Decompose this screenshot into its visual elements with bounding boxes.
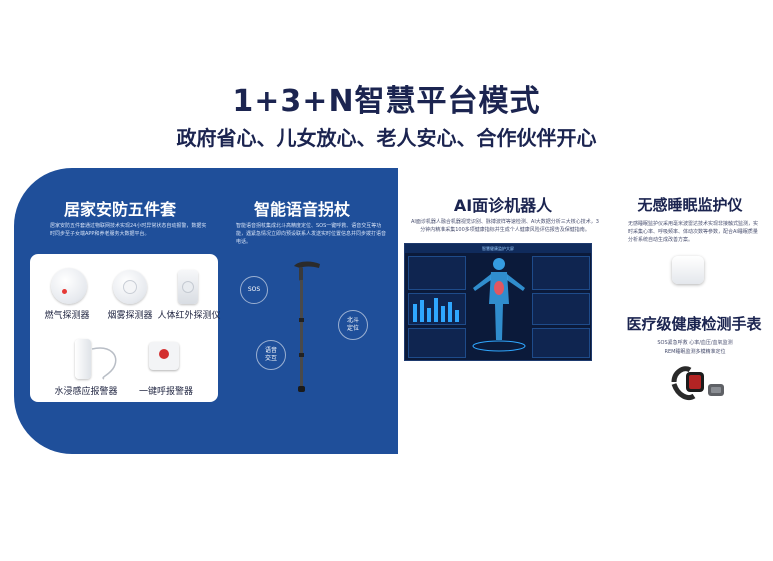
sos-feature-circle: SOS xyxy=(240,276,268,304)
health-watch-description-line1: SOS紧急呼救 心率/血压/血氧监测 xyxy=(657,340,733,346)
dashboard-panel-right-top xyxy=(532,256,590,290)
dashboard-panel-right-mid xyxy=(532,293,590,325)
cane-icon xyxy=(294,261,320,392)
body-scan-icon xyxy=(472,258,526,352)
health-watch-title: 医疗级健康检测手表 xyxy=(626,315,762,333)
voice-feature-circle: 语音 交互 xyxy=(256,340,286,370)
dashboard-panel-left-bottom xyxy=(408,328,466,358)
page-title: 1+3+N智慧平台模式 xyxy=(232,84,541,119)
sleep-monitor-icon xyxy=(672,256,704,284)
infrared-sensor-label: 人体红外探测仪 xyxy=(157,311,221,321)
gas-detector-label: 燃气探测器 xyxy=(44,311,90,321)
dashboard-panel-left-mid xyxy=(408,293,466,325)
cane-description: 智能语音拐杖集成北斗高精度定位、SOS一键呼救、语音交互等功能，遇紧急情况立即向… xyxy=(236,223,387,245)
smoke-detector-label: 烟雾探测器 xyxy=(107,311,153,321)
home-security-description: 居家安防五件套通过物联网技术实现24小时异常状态自动报警，数据实时同步至子女端A… xyxy=(50,223,207,237)
sos-button-label: 一键呼报警器 xyxy=(138,387,193,397)
cane-title: 智能语音拐杖 xyxy=(253,200,350,219)
beidou-feature-circle: 北斗 定位 xyxy=(338,310,368,340)
dashboard-panel-left-top xyxy=(408,256,466,290)
home-security-title: 居家安防五件套 xyxy=(63,200,176,219)
sleep-monitor-title: 无感睡眠监护仪 xyxy=(637,196,743,214)
sleep-monitor-description: 无感睡眠监护仪采用毫米波雷达技术实现非接触式监测，实时采集心率、呼吸频率、体动次… xyxy=(628,221,759,243)
smartwatch-icon xyxy=(671,366,724,400)
dashboard-title: 智慧健康监护大屏 xyxy=(405,244,591,253)
ai-robot-description: AI面诊机器人融合机器视觉识别、脉搏波样等速检测、AI大数据分析三大核心技术，3… xyxy=(411,219,599,233)
ai-robot-title: AI面诊机器人 xyxy=(453,196,553,215)
dashboard-panel-right-bottom xyxy=(532,328,590,358)
water-sensor-label: 水浸感应报警器 xyxy=(54,387,118,397)
health-watch-description-line2: REM睡眠监测多模精准定位 xyxy=(664,349,726,355)
health-dashboard: 智慧健康监护大屏 xyxy=(404,243,592,361)
page-subtitle: 政府省心、儿女放心、老人安心、合作伙伴开心 xyxy=(176,126,597,150)
